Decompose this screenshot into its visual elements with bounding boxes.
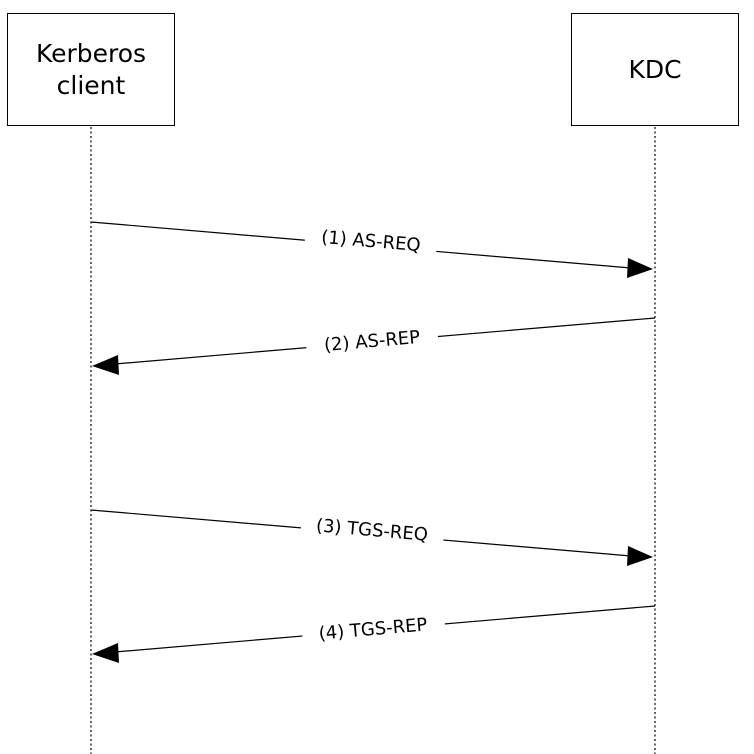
label-backdrop bbox=[300, 607, 447, 651]
arrowhead-as-rep bbox=[92, 355, 119, 375]
arrowhead-as-req bbox=[627, 258, 653, 278]
arrowhead-tgs-req bbox=[627, 546, 653, 566]
label-backdrop bbox=[304, 320, 440, 362]
arrowhead-tgs-rep bbox=[92, 643, 119, 663]
label-backdrop bbox=[303, 220, 439, 262]
label-backdrop bbox=[300, 507, 446, 551]
participant-kerberos-client: Kerberos client bbox=[7, 13, 175, 126]
participant-kdc: KDC bbox=[571, 13, 739, 126]
